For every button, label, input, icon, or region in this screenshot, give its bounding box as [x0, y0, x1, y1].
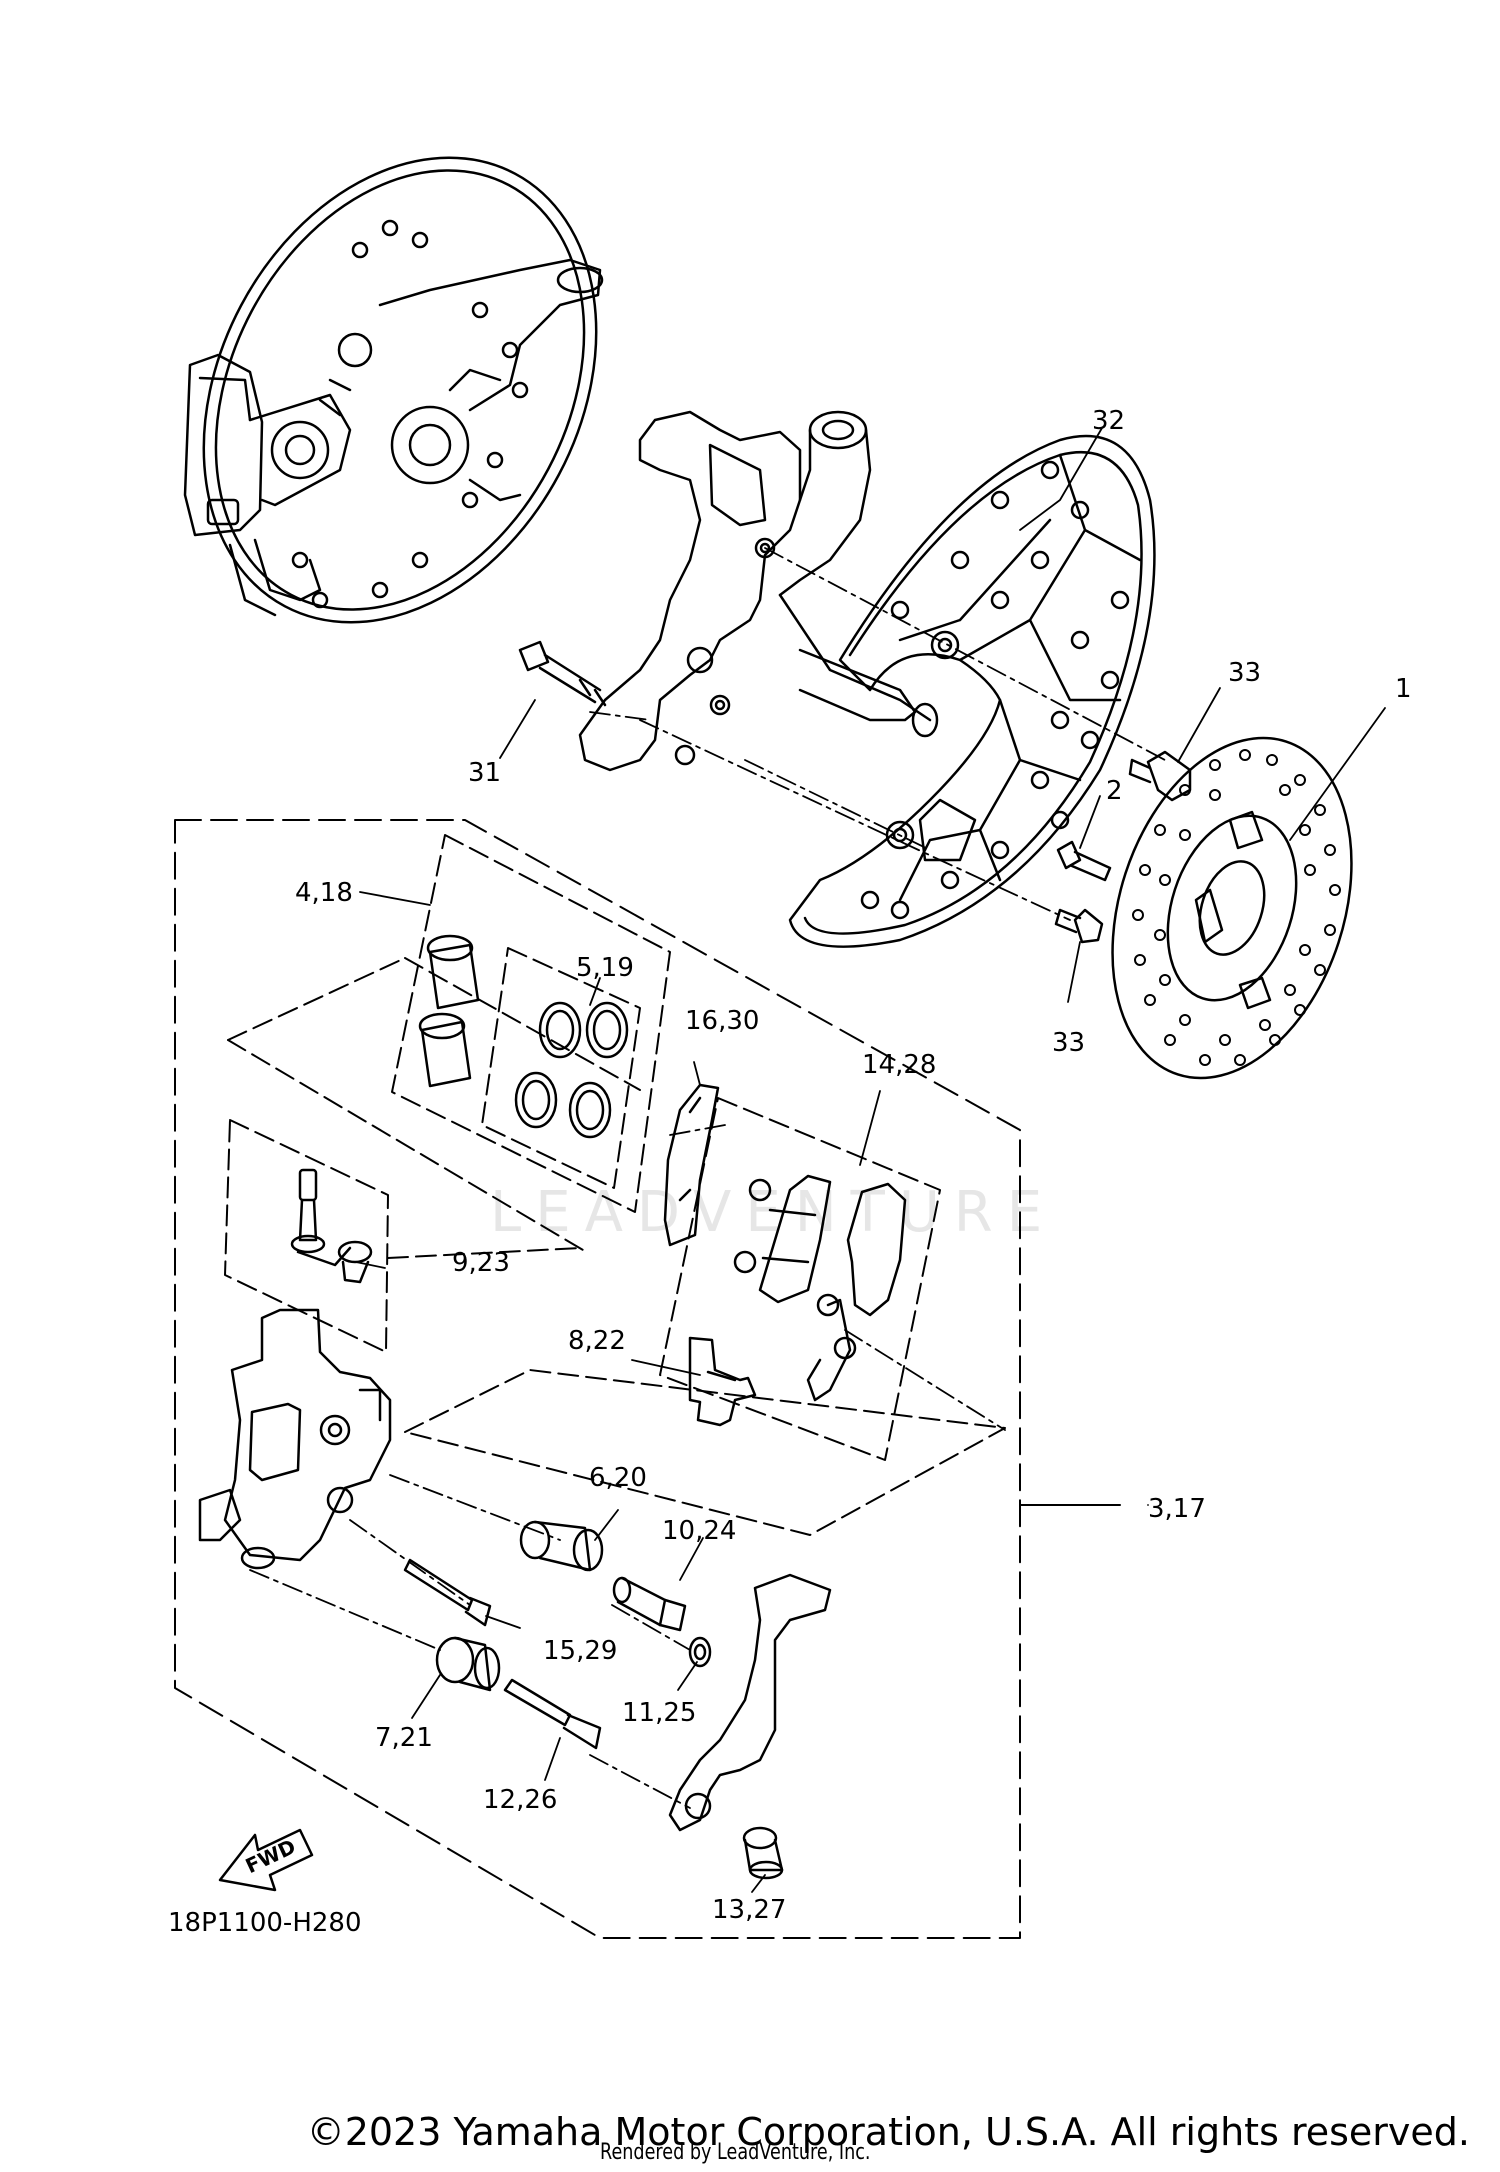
steering-knuckle-illustration [578, 410, 939, 772]
slide-boot-illustration [435, 1636, 501, 1692]
callout-33-upper[interactable]: 33 [1228, 658, 1262, 688]
caliper-boot-illustration [519, 1520, 604, 1572]
pad-clip-illustration [688, 1336, 757, 1427]
assembly-boundary [174, 819, 1121, 1939]
copyright-notice: ©2023 Yamaha Motor Corporation, U.S.A. A… [0, 2110, 1500, 2154]
leader-lines [355, 427, 1386, 1893]
bleed-screw-illustration [290, 1168, 373, 1284]
caliper-pin-illustration [612, 1576, 687, 1632]
bolt-31-illustration [518, 640, 607, 707]
bolt-2-illustration [1056, 840, 1112, 882]
disc-cover-illustration [788, 434, 1156, 948]
watermark-text: LEADVENTURE [490, 1180, 1057, 1245]
center-lines [249, 547, 1166, 1809]
callout-3-17[interactable]: 3,17 [1148, 1494, 1206, 1524]
bolt-12-illustration [503, 1678, 602, 1750]
callout-9-23[interactable]: 9,23 [452, 1248, 510, 1278]
callout-5-19[interactable]: 5,19 [576, 953, 634, 983]
callout-11-25[interactable]: 11,25 [622, 1698, 697, 1728]
brake-pads-illustration [733, 1174, 907, 1402]
callout-10-24[interactable]: 10,24 [662, 1516, 737, 1546]
bolt-15-illustration [403, 1558, 492, 1627]
washer-illustration [688, 1636, 712, 1668]
sub-group-boxes [224, 834, 1006, 1536]
callout-33-lower[interactable]: 33 [1052, 1028, 1086, 1058]
brake-caliper-illustration [198, 1308, 392, 1570]
rendered-by-text: Rendered by LeadVenture, Inc. [600, 2140, 871, 2165]
assembled-view-illustration [183, 156, 604, 624]
callout-14-28[interactable]: 14,28 [862, 1050, 937, 1080]
fwd-arrow-icon: FWD [218, 1828, 314, 1892]
callout-15-29[interactable]: 15,29 [543, 1636, 618, 1666]
callout-6-20[interactable]: 6,20 [589, 1463, 647, 1493]
callout-8-22[interactable]: 8,22 [568, 1326, 626, 1356]
callout-2[interactable]: 2 [1106, 776, 1123, 806]
callout-1[interactable]: 1 [1395, 674, 1412, 704]
figure-code: 18P1100-H280 [168, 1908, 362, 1938]
callout-31[interactable]: 31 [468, 758, 502, 788]
collar-illustration [742, 1826, 784, 1880]
brake-disc-illustration [1111, 736, 1353, 1080]
bolt-33-lower-illustration [1054, 908, 1104, 944]
bolt-33-upper-illustration [1128, 750, 1192, 802]
callout-13-27[interactable]: 13,27 [712, 1895, 787, 1925]
copyright-text: ©2023 Yamaha Motor Corporation, U.S.A. A… [306, 2110, 1470, 2154]
callout-12-26[interactable]: 12,26 [483, 1785, 558, 1815]
pistons-illustration [418, 934, 480, 1088]
callout-4-18[interactable]: 4,18 [295, 878, 353, 908]
callout-16-30[interactable]: 16,30 [685, 1006, 760, 1036]
seal-rings-illustration [514, 1001, 629, 1139]
callout-32[interactable]: 32 [1092, 406, 1126, 436]
callout-7-21[interactable]: 7,21 [375, 1723, 433, 1753]
pad-spring-illustration [663, 1083, 720, 1247]
